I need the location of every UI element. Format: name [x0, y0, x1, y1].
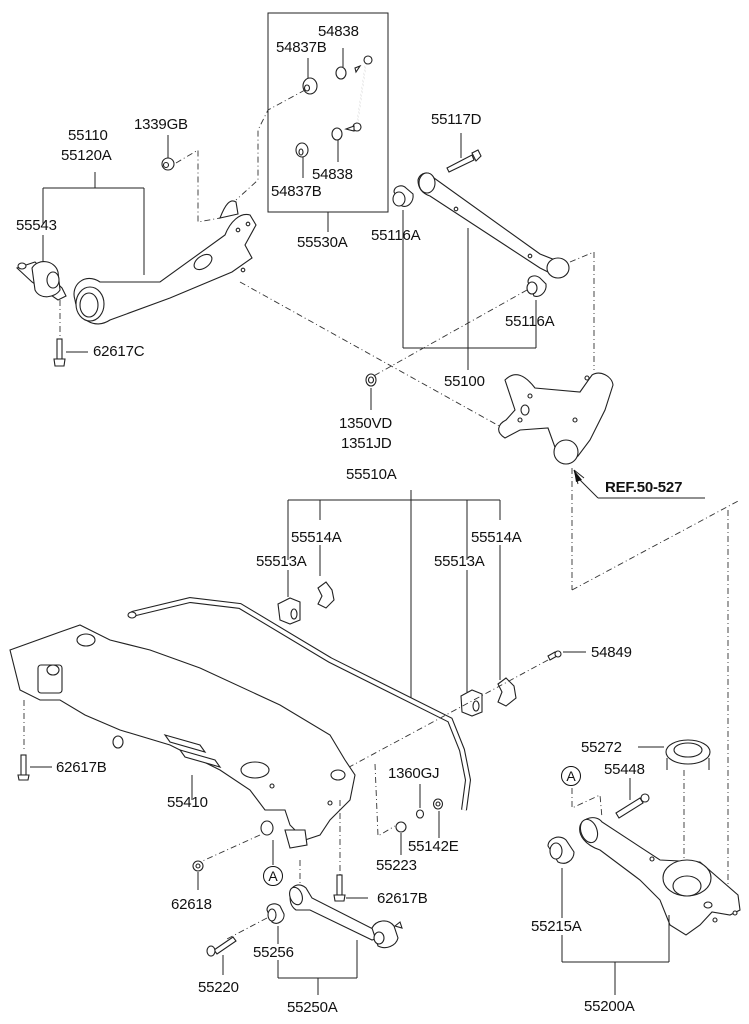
label-1339GB: 1339GB [134, 116, 188, 133]
label-55256: 55256 [253, 944, 294, 961]
label-55448: 55448 [604, 761, 645, 778]
bushing-54838-top [335, 66, 347, 80]
nut-1339GB [161, 157, 175, 171]
bolt-55117D [446, 149, 482, 173]
label-55110: 55110 [68, 127, 108, 144]
label-55543: 55543 [16, 217, 57, 234]
nut-62618 [192, 860, 204, 872]
label-54838-top: 54838 [318, 23, 359, 40]
bushing-55256 [266, 903, 285, 924]
label-55250A: 55250A [287, 999, 338, 1016]
stabilizer-bracket-55514A-right [497, 677, 517, 707]
lower-arm-55200A [579, 817, 741, 936]
bolt-62617B-right [333, 874, 346, 902]
label-55116A-left: 55116A [371, 227, 421, 244]
label-55514A-left: 55514A [291, 529, 342, 546]
label-55513A-left: 55513A [256, 553, 307, 570]
crossmember-55410 [9, 624, 356, 849]
bushing-55116A-right [526, 275, 547, 297]
label-55510A: 55510A [346, 466, 397, 483]
label-62618: 62618 [171, 896, 212, 913]
bolt-55448 [615, 793, 650, 819]
bushing-54837B-bottom [295, 142, 309, 158]
bolt-54849 [547, 650, 562, 661]
bushing-55215A [547, 836, 575, 864]
reference-marker-A-crossmember: A [263, 866, 283, 886]
label-54849: 54849 [591, 644, 632, 661]
bushing-54837B-top [302, 77, 318, 95]
bushing-55543 [15, 261, 67, 301]
assist-arm-55250A [289, 884, 403, 949]
label-55215A: 55215A [531, 918, 582, 935]
bushing-55116A-left [392, 185, 414, 207]
label-55530A: 55530A [297, 234, 348, 251]
label-55514A-right: 55514A [471, 529, 522, 546]
label-55100: 55100 [444, 373, 485, 390]
nut-55142E [432, 798, 444, 810]
lateral-arm-55100 [417, 172, 570, 279]
reference-marker-A-lower-arm: A [561, 766, 581, 786]
trailing-arm-55110 [73, 200, 257, 325]
label-55220: 55220 [198, 979, 239, 996]
label-62617B-right: 62617B [377, 890, 428, 907]
rear-knuckle [498, 372, 614, 465]
label-62617C: 62617C [93, 343, 145, 360]
label-54838-bottom: 54838 [312, 166, 353, 183]
stabilizer-link-54830 [344, 55, 373, 132]
washer-55223 [395, 821, 407, 833]
spring-seat-55272 [665, 739, 711, 770]
label-54837B-top: 54837B [276, 39, 327, 56]
nut-1360GJ [415, 809, 425, 819]
bolt-62617B-left [17, 754, 30, 781]
bolt-62617C [53, 338, 66, 367]
label-55513A-right: 55513A [434, 553, 485, 570]
stabilizer-bracket-55514A-left [317, 581, 335, 609]
label-55116A-right: 55116A [505, 313, 555, 330]
bolt-55220 [206, 936, 237, 957]
stabilizer-bushing-55513A-right [460, 689, 483, 717]
bushing-54838-bottom [331, 127, 343, 141]
label-62617B-left: 62617B [56, 759, 107, 776]
ref-label-50-527: REF.50-527 [605, 479, 683, 496]
washer-1350VD [365, 373, 377, 387]
label-55200A: 55200A [584, 998, 635, 1015]
label-55142E: 55142E [408, 838, 459, 855]
label-54837B-bottom: 54837B [271, 183, 322, 200]
label-1350VD: 1350VD [339, 415, 393, 432]
stabilizer-bar-55510A [127, 596, 472, 811]
label-1360GJ: 1360GJ [388, 765, 440, 782]
label-55117D: 55117D [431, 111, 482, 128]
label-55223: 55223 [376, 857, 417, 874]
label-55272: 55272 [581, 739, 622, 756]
label-1351JD: 1351JD [341, 435, 392, 452]
label-55120A: 55120A [61, 147, 112, 164]
label-55410: 55410 [167, 794, 208, 811]
stabilizer-bushing-55513A-left [277, 597, 301, 625]
